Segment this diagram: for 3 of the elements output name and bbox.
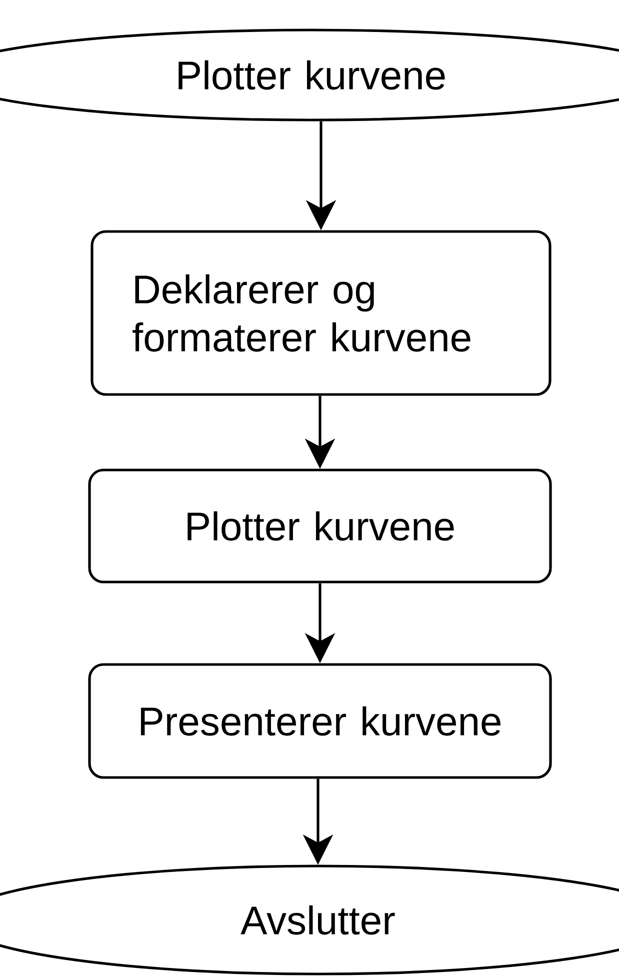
process-box: Plotter kurvene [88,468,552,584]
process-box: Deklarerer og formaterer kurvene [90,230,552,396]
process-box: Presenterer kurvene [88,663,552,779]
